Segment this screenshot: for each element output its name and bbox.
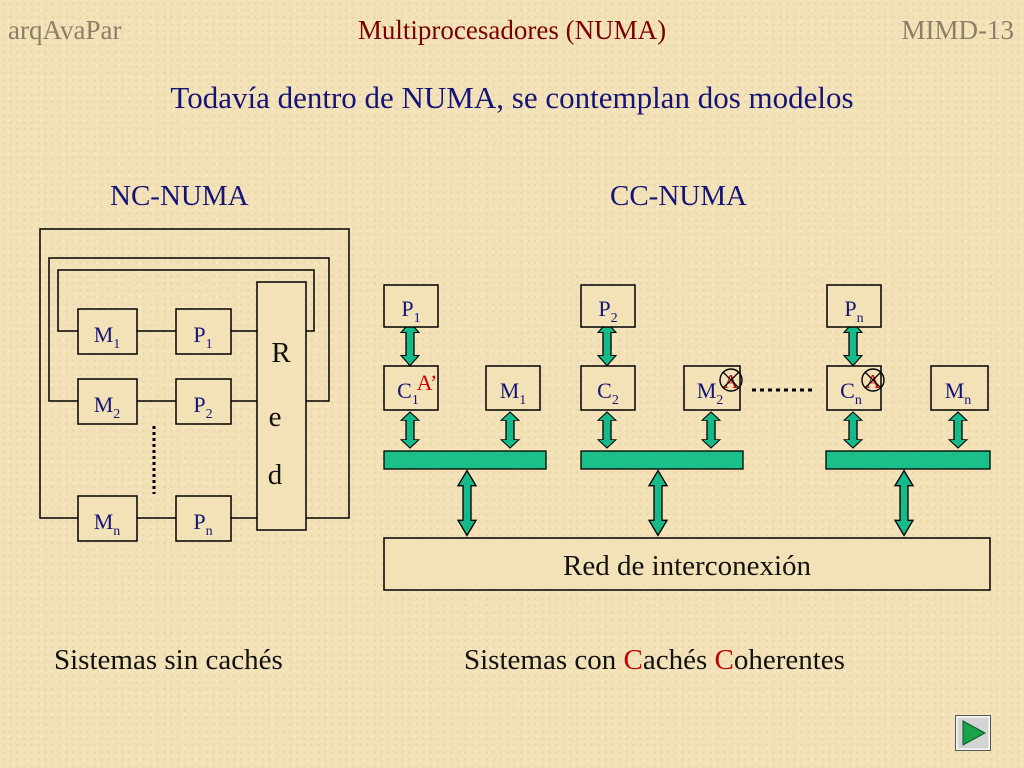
nc-numa-caption: Sistemas sin cachés: [54, 644, 283, 676]
cc-numa-caption: Sistemas con Cachés Coherentes: [464, 644, 845, 676]
arrow-c2-bus: [597, 411, 617, 449]
cc-processor-p2: P2: [580, 284, 636, 328]
slide-id: MIMD-13: [901, 15, 1015, 45]
svg-text:P2: P2: [598, 296, 617, 326]
svg-text:C2: C2: [597, 378, 619, 408]
svg-text:P1: P1: [401, 296, 420, 326]
cc-processor-pn: Pn: [826, 284, 882, 328]
svg-text:Red de interconexión: Red de interconexión: [563, 550, 812, 582]
cc-node-1: P1 C1 A’ M1: [383, 284, 541, 411]
cc-node-n: Pn Cn A Mn: [826, 284, 989, 411]
svg-text:R: R: [271, 337, 291, 369]
arrow-m2-bus: [701, 411, 721, 449]
noden-bus: [825, 450, 991, 470]
slide-subtitle: Todavía dentro de NUMA, se contemplan do…: [170, 80, 854, 115]
arrow-p2-c2: [597, 321, 617, 367]
slide-title: Multiprocesadores (NUMA): [357, 15, 667, 45]
invalidated-block-icon: A: [861, 368, 885, 393]
cc-memory-m1: M1: [485, 365, 541, 411]
cc-cache-cn: Cn A: [826, 365, 885, 411]
cc-cache-c1: C1 A’: [383, 365, 439, 411]
nc-numa-diagram: [39, 228, 350, 519]
arrow-cn-bus: [843, 411, 863, 449]
svg-text:M2: M2: [697, 378, 724, 408]
arrow-c1-bus: [400, 411, 420, 449]
arrow-bus1-net: [457, 469, 477, 537]
nc-numa-title: NC-NUMA: [110, 180, 249, 212]
cc-node-2: P2 C2 M2 A: [580, 284, 743, 411]
svg-text:Mn: Mn: [94, 509, 121, 539]
node1-bus: [383, 450, 547, 470]
nc-memory-m1: M1: [77, 308, 138, 355]
invalidated-block-icon: A: [719, 368, 743, 393]
svg-text:M1: M1: [94, 322, 121, 352]
svg-text:M2: M2: [94, 392, 121, 422]
nc-memory-mn: Mn: [77, 495, 138, 542]
nc-processor-p2: P2: [175, 378, 232, 425]
loop-m1: [57, 269, 315, 332]
arrow-p1-c1: [400, 321, 420, 367]
cc-numa-title: CC-NUMA: [610, 180, 747, 212]
svg-text:P1: P1: [193, 322, 212, 352]
svg-text:M1: M1: [500, 378, 527, 408]
cc-memory-mn: Mn: [930, 365, 989, 411]
svg-text:Pn: Pn: [193, 509, 212, 539]
svg-text:C1: C1: [397, 378, 419, 408]
svg-text:Cn: Cn: [840, 378, 862, 408]
svg-text:P2: P2: [193, 392, 212, 422]
cc-cache-c2: C2: [580, 365, 636, 411]
arrow-busn-net: [894, 469, 914, 537]
svg-text:e: e: [269, 401, 282, 433]
nc-processor-p1: P1: [175, 308, 232, 355]
arrow-pn-cn: [843, 321, 863, 367]
loop-m2: [48, 257, 330, 402]
copy-mark-a-prime: A’: [417, 370, 438, 395]
svg-text:Pn: Pn: [844, 296, 863, 326]
svg-text:d: d: [268, 459, 283, 491]
next-slide-icon[interactable]: [955, 715, 991, 751]
nc-processor-pn: Pn: [175, 495, 232, 542]
arrow-bus2-net: [648, 469, 668, 537]
loop-mn: [39, 228, 350, 519]
svg-text:Mn: Mn: [945, 378, 972, 408]
nc-memory-m2: M2: [77, 378, 138, 425]
cc-processor-p1: P1: [383, 284, 439, 328]
arrow-mn-bus: [948, 411, 968, 449]
nc-network: R e d: [256, 281, 307, 531]
node2-bus: [580, 450, 744, 470]
arrow-m1-bus: [500, 411, 520, 449]
cc-memory-m2: M2 A: [683, 365, 743, 411]
course-name: arqAvaPar: [8, 15, 122, 45]
cc-interconnection-network: Red de interconexión: [383, 537, 991, 591]
